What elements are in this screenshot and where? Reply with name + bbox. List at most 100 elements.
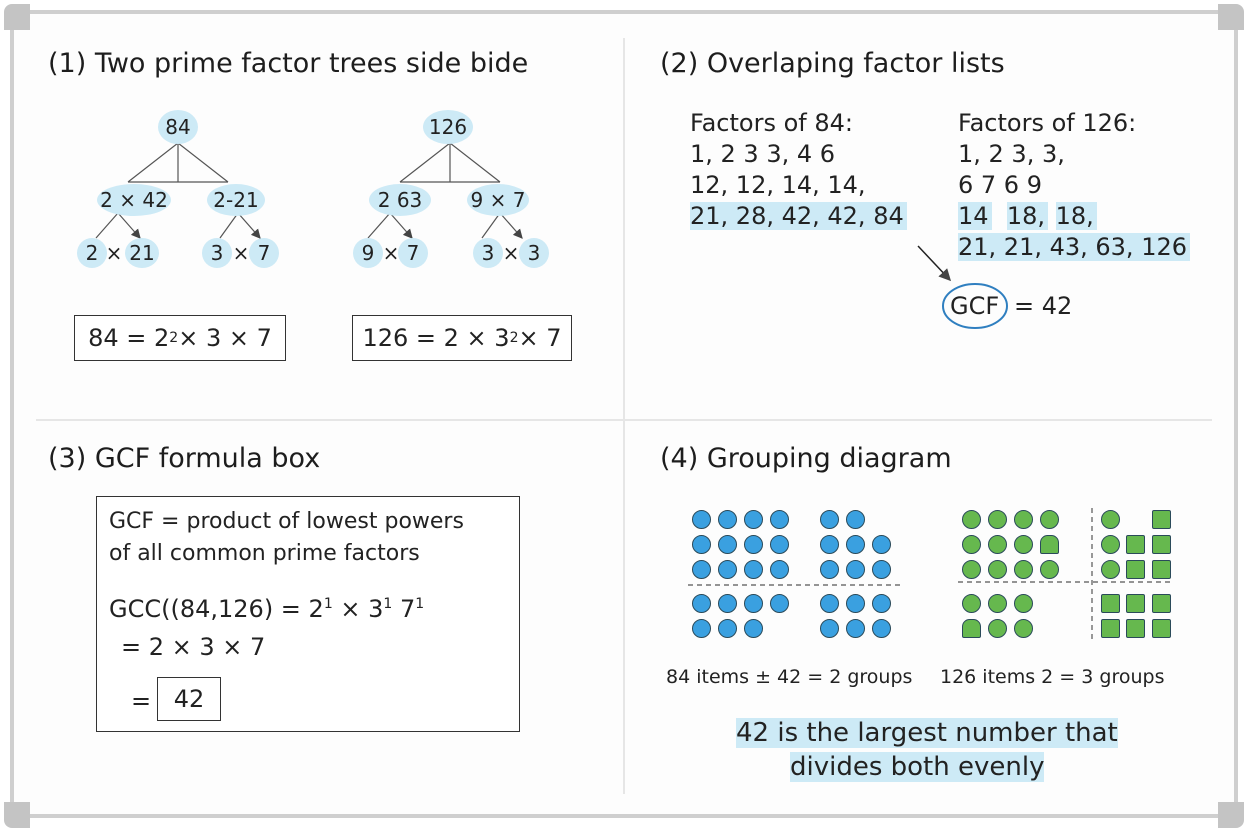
blue-item	[744, 594, 763, 613]
blue-item	[820, 560, 839, 579]
green-item	[1101, 535, 1120, 554]
panel4-title: (4) Grouping diagram	[660, 443, 952, 474]
tree84-left-node: 2 × 42	[100, 188, 168, 212]
blue-item	[820, 535, 839, 554]
eq126-post: × 7	[518, 324, 562, 352]
factor-list-84: Factors of 84: 1, 2 3 3, 4 6 12, 12, 14,…	[690, 108, 907, 232]
list126-line1: 1, 2 3, 3,	[958, 140, 1065, 168]
blue-item	[820, 619, 839, 638]
formula-definition-line2: of all common prime factors	[109, 541, 420, 566]
green-item	[1152, 535, 1171, 554]
panel2-title: (2) Overlaping factor lists	[660, 48, 1005, 79]
frame-corner-bottom-right	[1218, 802, 1244, 828]
green-item	[1014, 594, 1033, 613]
gcc-pre: GCC((84,126) = 2	[109, 595, 324, 623]
conclusion-line1-text: 42 is the largest number that	[736, 718, 1118, 748]
bubble	[473, 238, 503, 268]
bubble	[353, 238, 383, 268]
tree84-right-branch	[219, 212, 260, 238]
blue-item	[718, 619, 737, 638]
green-item	[962, 619, 981, 638]
tree126-operator: ×	[382, 241, 400, 265]
tree84-right-node: 2-21	[213, 188, 259, 212]
panel1-title: (1) Two prime factor trees side bide	[48, 48, 529, 79]
green-item	[988, 619, 1007, 638]
frame-corner-top-right	[1218, 4, 1244, 30]
formula-product-line: = 2 × 3 × 7	[121, 633, 266, 661]
blue-item	[820, 510, 839, 529]
green-item	[1126, 619, 1145, 638]
list126-line3-part: 18,	[1006, 202, 1048, 230]
green-item	[1126, 594, 1145, 613]
gcf-result: 42	[173, 685, 205, 713]
blue-item	[872, 560, 891, 579]
gcf-label: GCF	[950, 292, 1000, 320]
eq126-exponent: 2	[509, 330, 519, 346]
blue-item	[846, 619, 865, 638]
list126-line3-part: 14	[958, 202, 992, 230]
caption-84-items: 84 items ± 42 = 2 groups	[666, 666, 913, 688]
caption-126-items: 126 items 2 = 3 groups	[940, 666, 1165, 688]
green-item	[1040, 510, 1059, 529]
gcf-formula-box: GCF = product of lowest powers of all co…	[96, 496, 520, 732]
green-item	[1101, 619, 1120, 638]
blue-item	[718, 535, 737, 554]
green-item	[1101, 560, 1120, 579]
green-item	[1126, 560, 1145, 579]
green-item	[1040, 560, 1059, 579]
blue-item	[872, 535, 891, 554]
bubble	[202, 238, 232, 268]
tree126-top-branch	[399, 142, 501, 183]
bubble	[97, 184, 171, 216]
gcc-exponent: 1	[383, 596, 393, 612]
frame-corner-top-left	[4, 4, 30, 30]
blue-item	[692, 560, 711, 579]
green-item	[988, 560, 1007, 579]
blue-item	[770, 510, 789, 529]
eq84-post: × 3 × 7	[178, 324, 272, 352]
factor-list-126: Factors of 126: 1, 2 3, 3, 6 7 6 9 14 18…	[958, 108, 1190, 263]
green-item	[1126, 535, 1145, 554]
panel-divider-vertical	[623, 38, 625, 794]
blue-item	[872, 619, 891, 638]
formula-equals-sign: =	[131, 687, 152, 715]
gcc-expression: GCC((84,126) = 21 × 31 71	[109, 595, 424, 623]
green-item	[1014, 560, 1033, 579]
gcc-exponent: 1	[323, 596, 333, 612]
green-item	[1152, 510, 1171, 529]
blue-item	[718, 510, 737, 529]
tree126-operator: ×	[502, 241, 520, 265]
green-item	[1014, 619, 1033, 638]
eq126-pre: 126 = 2 × 3	[362, 324, 510, 352]
green-item	[962, 560, 981, 579]
gcf-value: = 42	[1014, 292, 1073, 320]
panel-divider-horizontal	[36, 419, 1212, 421]
tree84-left-branch	[95, 212, 140, 238]
gcf-arrow	[917, 245, 952, 282]
tree126-root: 126	[428, 115, 468, 139]
tree84-operator: ×	[232, 241, 250, 265]
blue-item	[692, 594, 711, 613]
blue-item	[820, 594, 839, 613]
gcc-mid: × 3	[332, 595, 384, 623]
panel3-title: (3) GCF formula box	[48, 443, 321, 474]
tree126-leaf: 7	[406, 241, 420, 265]
blue-item	[692, 510, 711, 529]
bubble	[467, 184, 529, 216]
bubble	[77, 238, 107, 268]
gcf-result-box: 42	[157, 677, 221, 721]
blue-item	[718, 560, 737, 579]
tree84-operator: ×	[105, 241, 123, 265]
conclusion-line1: 42 is the largest number that	[736, 718, 1118, 748]
bubble	[423, 110, 473, 144]
green-item	[962, 510, 981, 529]
tree84-leaf: 7	[257, 241, 271, 265]
list84-header: Factors of 84:	[690, 109, 853, 137]
tree84-root: 84	[165, 115, 191, 139]
blue-item	[846, 594, 865, 613]
blue-item	[770, 535, 789, 554]
blue-item	[770, 560, 789, 579]
blue-item	[846, 535, 865, 554]
blue-item	[770, 594, 789, 613]
